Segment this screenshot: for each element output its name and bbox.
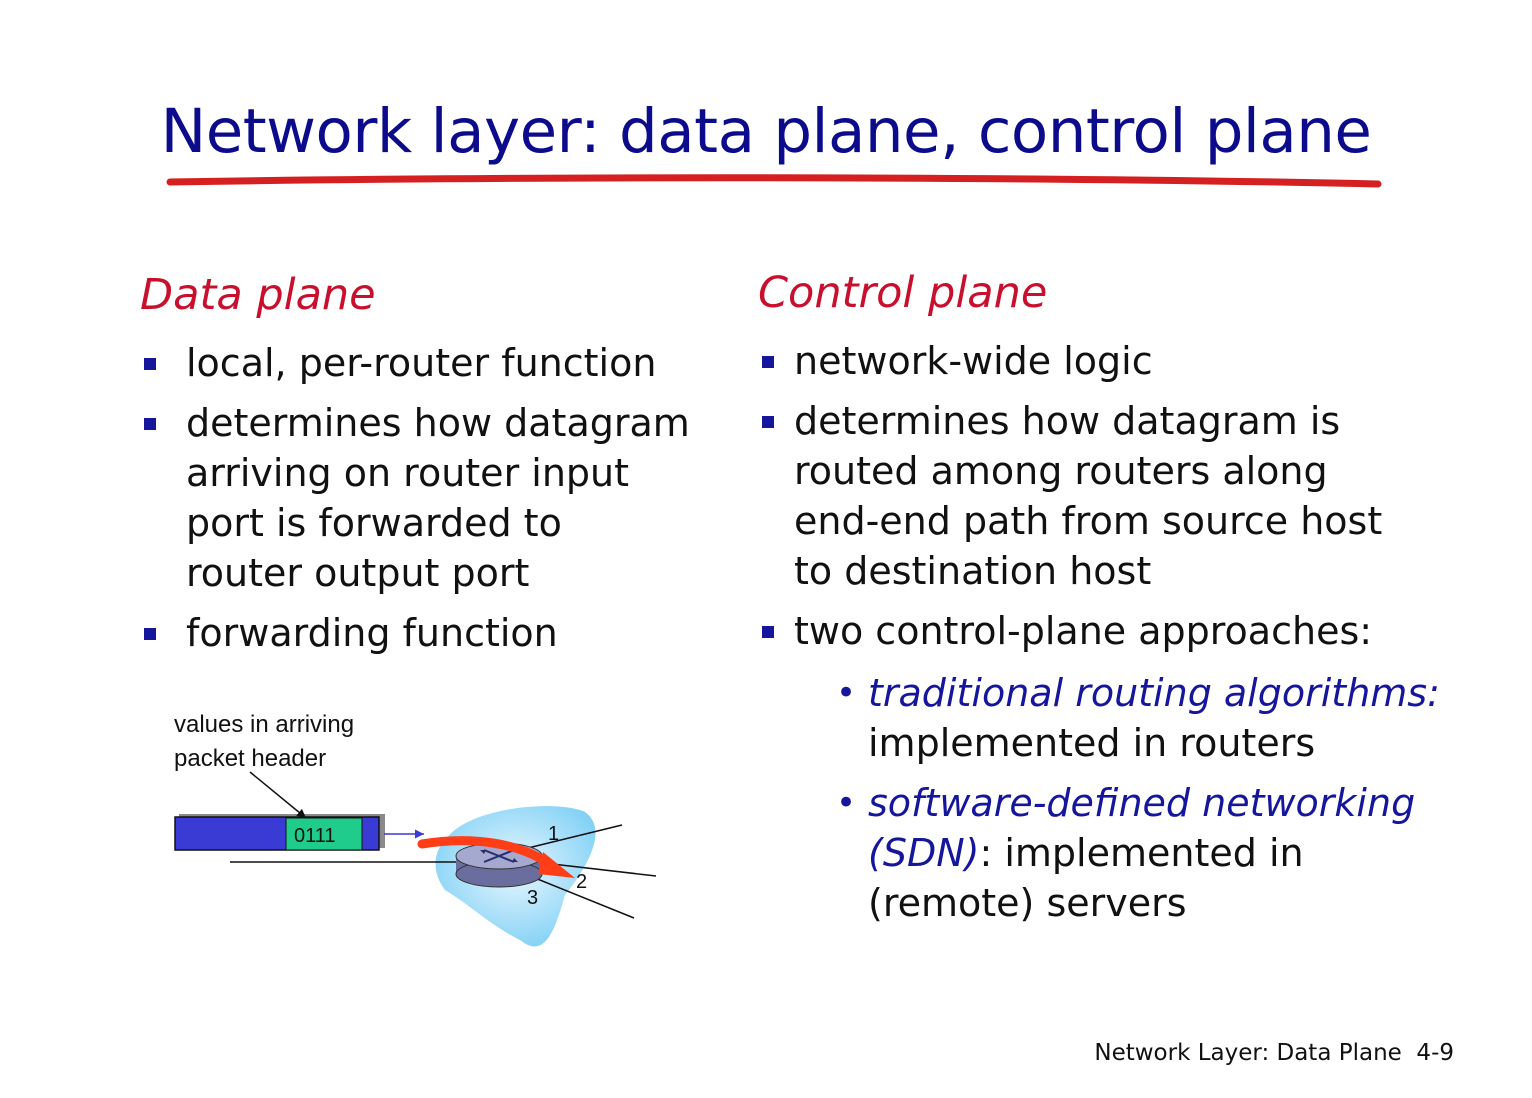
bullet-square-icon [762, 626, 774, 638]
caption-pointer [249, 771, 307, 819]
control-plane-bullets: network-wide logic determines how datagr… [762, 336, 1454, 928]
bullet-dot-icon: • [836, 783, 857, 823]
slide-title: Network layer: data plane, control plane [160, 96, 1372, 167]
data-plane-heading: Data plane [140, 270, 376, 320]
list-item: determines how datagram arriving on rout… [144, 398, 726, 598]
forwarding-arrow [417, 836, 557, 871]
forwarding-diagram: 0111 1 2 3 [174, 771, 657, 947]
list-item: local, per-router function [144, 338, 726, 388]
list-item: network-wide logic [762, 336, 1454, 386]
diagram-caption: values in arriving packet header [174, 711, 355, 772]
approach-item: • traditional routing algorithms: implem… [836, 668, 1454, 768]
bullet-square-icon [144, 628, 156, 640]
output-link-1 [527, 824, 623, 849]
control-plane-heading: Control plane [758, 268, 1048, 318]
bullet-square-icon [762, 416, 774, 428]
approach-item: • software-defined networking (SDN): imp… [836, 778, 1454, 928]
approaches-list: • traditional routing algorithms: implem… [836, 668, 1454, 928]
bullet-square-icon [762, 356, 774, 368]
header-field [285, 817, 363, 851]
forwarding-arrowhead [538, 852, 575, 878]
title-underline [166, 174, 1382, 188]
port-label-2: 2 [576, 871, 587, 893]
bullet-dot-icon: • [836, 673, 857, 713]
data-plane-bullets: local, per-router function determines ho… [144, 338, 726, 658]
bullet-square-icon [144, 358, 156, 370]
port-label-1: 1 [548, 823, 559, 845]
port-label-3: 3 [527, 887, 538, 909]
list-item: forwarding function [144, 608, 726, 658]
list-item: determines how datagram is routed among … [762, 396, 1454, 596]
bullet-square-icon [144, 418, 156, 430]
header-value: 0111 [294, 825, 336, 847]
list-item: two control-plane approaches: • traditio… [762, 606, 1454, 928]
output-link-3 [529, 875, 635, 919]
slide-footer: Network Layer: Data Plane 4-9 [1094, 1040, 1454, 1066]
